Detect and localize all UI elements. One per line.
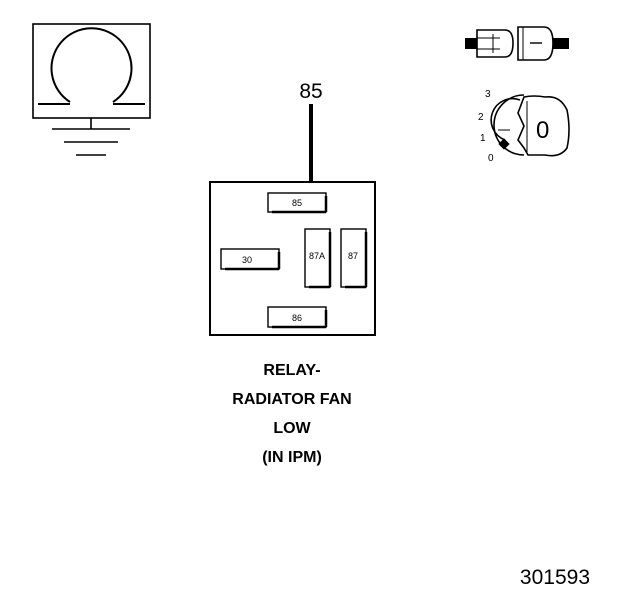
relay-pin-85-label: 85 — [292, 198, 302, 208]
relay-pin-87a — [304, 228, 332, 289]
relay-pin-86-label: 86 — [292, 313, 302, 323]
callout-label: 85 — [299, 80, 322, 103]
relay-pin-87-label: 87 — [348, 251, 358, 261]
ignition-position-1: 1 — [480, 133, 486, 144]
ignition-key-icon — [490, 94, 570, 157]
relay-pin-87a-label: 87A — [309, 251, 325, 261]
caption-line: RADIATOR FAN — [232, 391, 352, 408]
caption-line: RELAY- — [263, 362, 321, 379]
relay-caption: RELAY- RADIATOR FAN LOW (IN IPM) — [192, 356, 392, 472]
ignition-position-0: 0 — [488, 153, 494, 164]
relay-pin-87 — [340, 228, 368, 289]
caption-line: (IN IPM) — [262, 449, 322, 466]
figure-number: 301593 — [519, 566, 590, 589]
ignition-position-3: 3 — [485, 89, 491, 100]
ignition-position-2: 2 — [478, 112, 484, 123]
relay-pin-86 — [267, 306, 328, 329]
relay-pin-30 — [220, 248, 281, 271]
connector-icon — [465, 26, 569, 61]
relay-pin-85 — [267, 192, 328, 214]
relay-pin-30-label: 30 — [242, 255, 252, 265]
ground-icon — [32, 23, 151, 156]
caption-line: LOW — [273, 420, 311, 437]
ignition-key-label: 0 — [536, 117, 549, 144]
